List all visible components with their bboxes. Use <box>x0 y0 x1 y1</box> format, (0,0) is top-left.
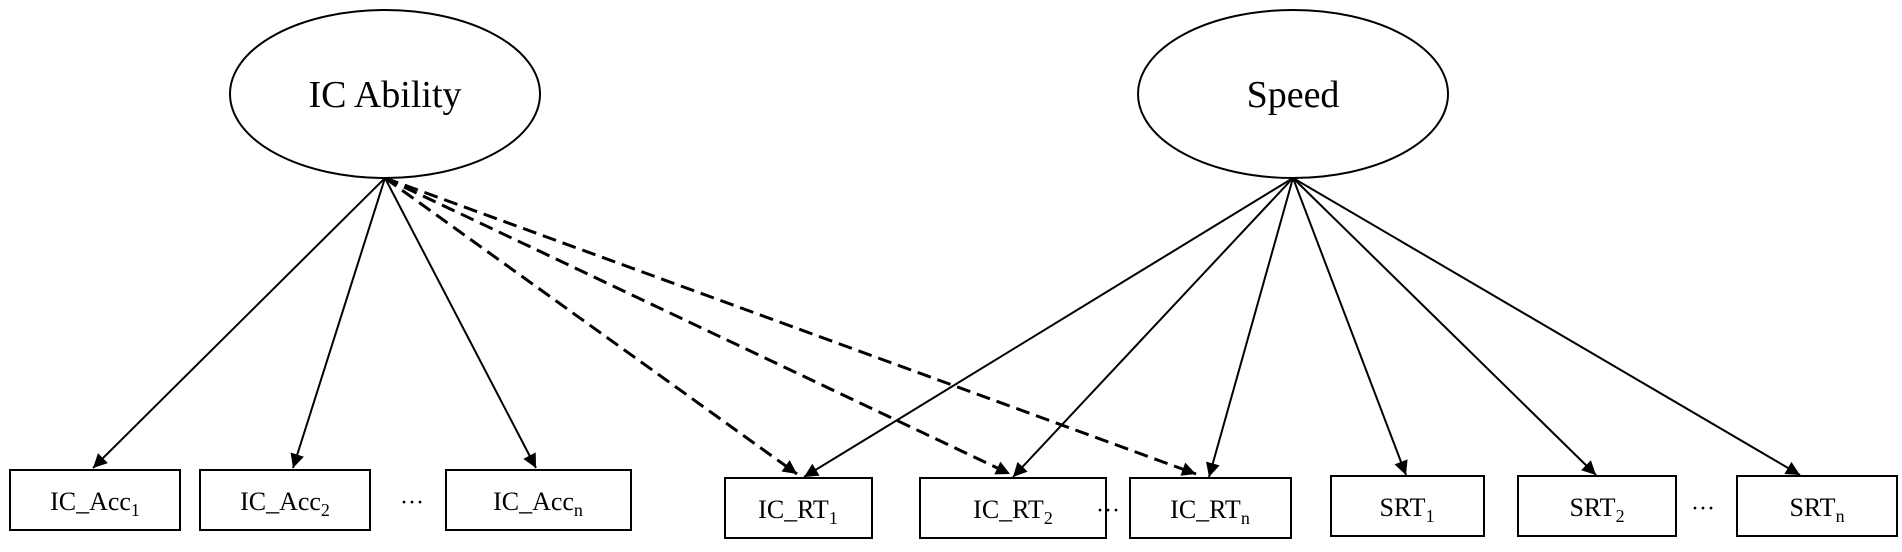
svg-text:IC_RTn: IC_RTn <box>1170 495 1250 528</box>
svg-text:IC_Acc1: IC_Acc1 <box>50 487 140 520</box>
latent-ic-ability-ellipse <box>229 9 541 179</box>
path-ic-ability-to-ic-rt-n <box>384 176 1197 476</box>
indicator-ic-acc-n: IC_Accn <box>445 469 632 531</box>
indicator-srt-n: SRTn <box>1736 475 1898 537</box>
svg-text:IC_Accn: IC_Accn <box>493 487 583 520</box>
ellipsis-ic-rt: ··· <box>1096 498 1120 524</box>
svg-text:SRT1: SRT1 <box>1379 493 1434 526</box>
latent-speed-ellipse <box>1137 9 1449 179</box>
indicator-srt-2: SRT2 <box>1517 475 1677 537</box>
path-ic-ability-to-ic-rt-1 <box>384 176 798 476</box>
path-ic-ability-to-ic-acc-1 <box>92 177 386 469</box>
svg-text:SRTn: SRTn <box>1789 493 1844 526</box>
indicator-srt-1: SRT1 <box>1330 475 1485 537</box>
latent-speed-label: Speed <box>1247 74 1340 116</box>
svg-text:IC_RT1: IC_RT1 <box>758 495 838 528</box>
path-speed-to-srt-n <box>1292 177 1801 476</box>
ic-ability-loadings <box>92 177 537 469</box>
path-speed-to-srt-1 <box>1292 177 1408 476</box>
latent-ic-ability: IC Ability <box>229 9 541 179</box>
svg-text:IC_Acc2: IC_Acc2 <box>240 487 330 520</box>
path-ic-ability-to-ic-acc-n <box>384 177 537 469</box>
path-speed-to-ic-rt-2 <box>1012 177 1294 478</box>
ellipsis-ic-acc: ··· <box>400 490 424 516</box>
indicator-ic-rt-2: IC_RT2 <box>919 477 1107 539</box>
speed-loadings <box>803 177 1801 478</box>
path-ic-ability-to-ic-rt-2 <box>384 176 1011 476</box>
svg-text:IC_RT2: IC_RT2 <box>973 495 1053 528</box>
path-speed-to-srt-2 <box>1292 177 1597 476</box>
svg-text:SRT2: SRT2 <box>1569 493 1624 526</box>
indicator-ic-rt-1: IC_RT1 <box>724 477 873 539</box>
path-speed-to-ic-rt-1 <box>803 177 1294 478</box>
ellipsis-srt: ··· <box>1691 496 1715 522</box>
ic-ability-cross-loadings <box>384 176 1197 476</box>
path-ic-ability-to-ic-acc-2 <box>290 177 386 469</box>
latent-ic-ability-label: IC Ability <box>308 74 461 116</box>
indicator-ic-acc-1: IC_Acc1 <box>9 469 181 531</box>
latent-speed: Speed <box>1137 9 1449 179</box>
indicator-ic-rt-n: IC_RTn <box>1129 477 1292 539</box>
path-speed-to-ic-rt-n <box>1206 177 1294 478</box>
indicator-ic-acc-2: IC_Acc2 <box>199 469 371 531</box>
